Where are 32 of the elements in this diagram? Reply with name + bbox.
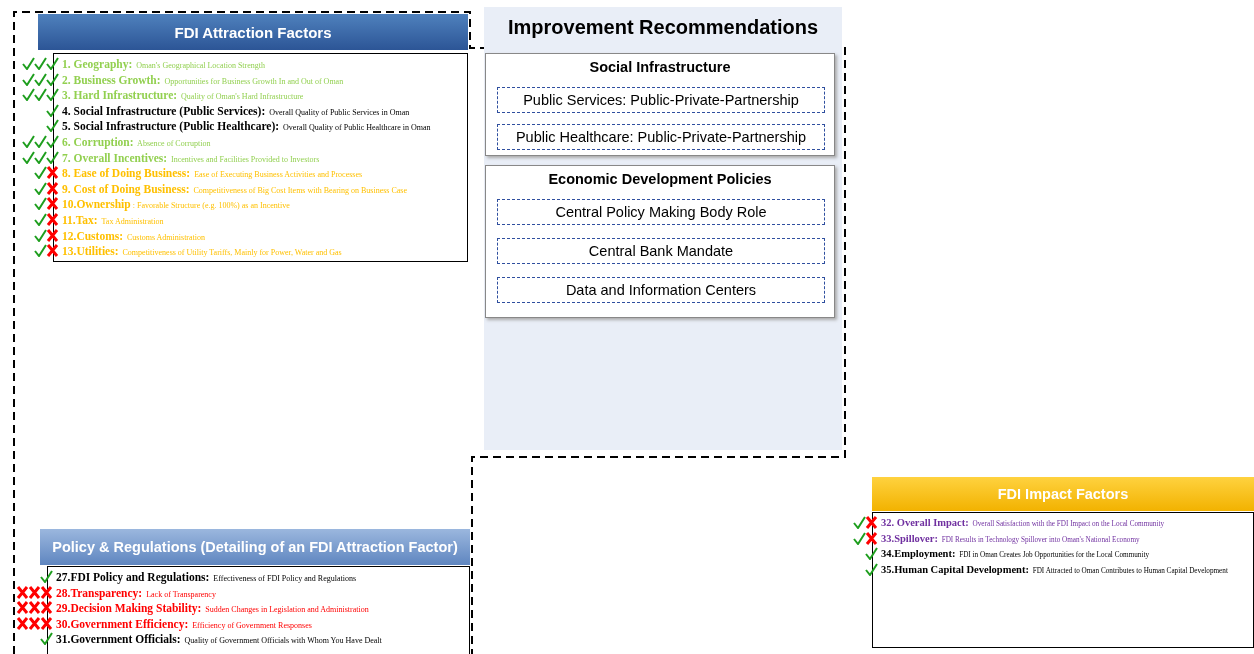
factor-item: 8. Ease of Doing Business: Ease of Executing Business Activities and Processes <box>62 166 363 182</box>
recommendation-box: Central Policy Making Body Role <box>497 199 825 225</box>
factor-item: 4. Social Infrastructure (Public Services): Overall Quality of Public Services in Oman <box>62 103 410 120</box>
recommendation-box: Public Services: Public-Private-Partnership <box>497 87 825 113</box>
category-box <box>485 165 835 318</box>
factor-item: 31.Government Officials: Quality of Government Officials with Whom You Have Dealt <box>56 632 382 648</box>
factor-item: 3. Hard Infrastructure: Quality of Oman's Hard Infrastructure <box>62 88 304 104</box>
recommendation-box: Data and Information Centers <box>497 277 825 303</box>
factor-item: 9. Cost of Doing Business: Competitiveness of Big Cost Items with Bearing on Business Case <box>62 181 408 198</box>
factor-item: 30.Government Efficiency: Efficiency of Government Responses <box>56 616 312 633</box>
factor-item: 13.Utilities: Competitiveness of Utility Tariffs, Mainly for Power, Water and Gas <box>62 244 342 260</box>
panel-header: Policy & Regulations (Detailing of an FDI Attraction Factor) <box>40 529 470 565</box>
panel-header: FDI Attraction Factors <box>38 14 468 50</box>
recommendation-box: Central Bank Mandate <box>497 238 825 264</box>
recommendations-panel <box>484 7 842 450</box>
factor-item: 27.FDI Policy and Regulations: Effectiveness of FDI Policy and Regulations <box>56 570 357 586</box>
category-box <box>485 53 835 156</box>
factor-item: 10.Ownership: Favorable Structure (e.g. 100%) as an Incentive <box>62 197 290 213</box>
panel-title: Improvement Recommendations <box>506 14 820 40</box>
factor-item: 2. Business Growth: Opportunities for Business Growth In and Out of Oman <box>62 72 344 88</box>
category-title: Economic Development Policies <box>547 171 773 187</box>
factor-item: 7. Overall Incentives: Incentives and Facilities Provided to Investors <box>62 150 320 166</box>
factor-item: 5. Social Infrastructure (Public Healthcare): Overall Quality of Public Healthcare in Oman <box>62 119 431 135</box>
panel-header: FDI Impact Factors <box>872 477 1254 511</box>
factor-item: 6. Corruption: Absence of Corruption <box>62 135 211 151</box>
factor-item: 12.Customs: Customs Administration <box>62 228 206 244</box>
recommendation-box: Public Healthcare: Public-Private-Partnership <box>497 124 825 150</box>
factor-item: 1. Geography: Oman's Geographical Location Strength <box>62 57 266 73</box>
factor-item: 28.Transparency: Lack of Transparency <box>56 585 216 602</box>
factor-item: 29.Decision Making Stability: Sudden Changes in Legislation and Administration <box>56 601 369 617</box>
factor-item: 11.Tax: Tax Administration <box>62 213 164 228</box>
category-title: Social Infrastructure <box>588 59 732 75</box>
